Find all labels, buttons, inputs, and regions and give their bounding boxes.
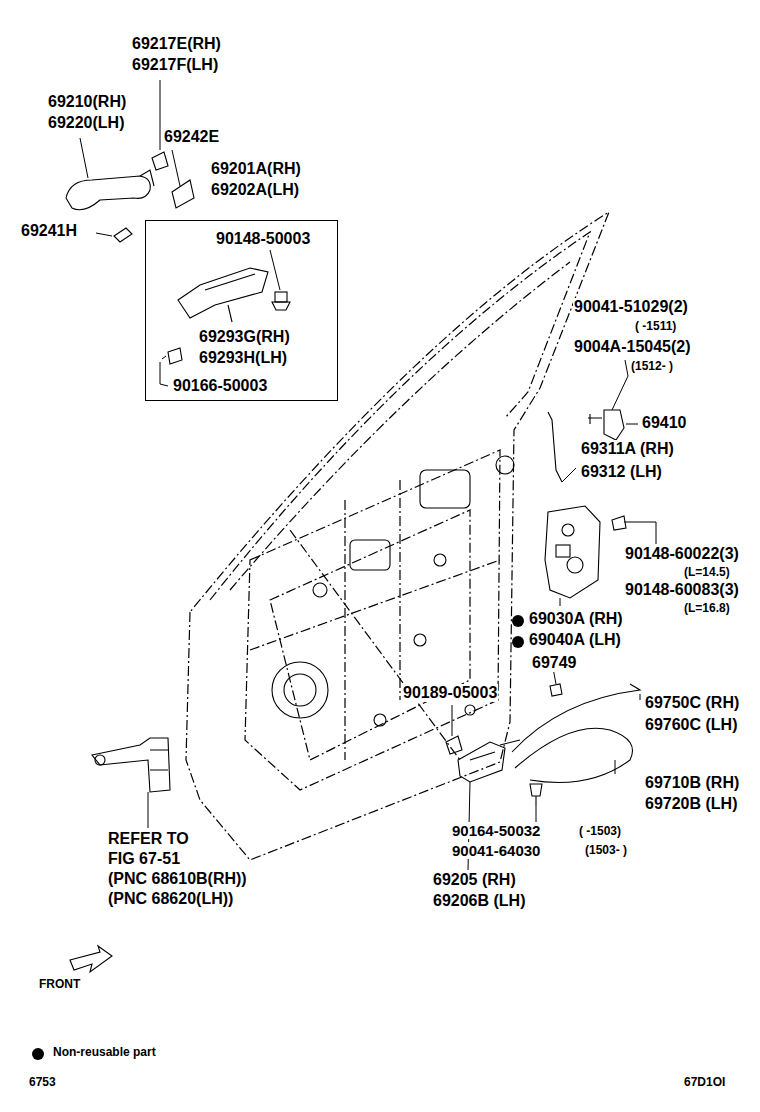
note-text: FIG 67-51 [107, 850, 181, 868]
callout-number: 69760C (LH) [644, 716, 738, 734]
callout-number: 90166-50003 [172, 377, 268, 395]
note-text: (1512- ) [630, 360, 674, 374]
non-reusable-mark [512, 636, 524, 648]
note-text: (PNC 68610B(RH)) [107, 870, 248, 888]
note-text: REFER TO [107, 830, 190, 848]
note-text: ( -1503) [578, 825, 622, 839]
callout-number: 90041-64030 [451, 842, 541, 859]
callout-number: 6753 [28, 1076, 57, 1090]
note-text: (L=16.8) [683, 602, 731, 616]
callout-number: 69241H [20, 222, 78, 240]
callout-number: 69217E(RH) [131, 35, 222, 53]
callout-number: 69030A (RH) [528, 610, 624, 628]
note-text: (1503- ) [584, 844, 628, 858]
group-box: 69201A(RH) 69202A(LH) 90148-50003 69293G(RH… [145, 160, 338, 401]
callout-number: 90164-50032 [451, 822, 541, 839]
callout-number: 90148-50003 [215, 230, 311, 248]
callout-number: 90148-60022(3) [624, 545, 740, 563]
callout-number: 69410 [641, 414, 688, 432]
callout-number: 69205 (RH) [432, 871, 517, 889]
callout-number: 67D1OI [683, 1076, 726, 1090]
callout-number: 69242E [163, 128, 220, 146]
callout-number: 69040A (LH) [528, 631, 622, 649]
callout-number: 69201A(RH) [210, 160, 302, 178]
callout-number: 69749 [531, 654, 578, 672]
callout-number: 69720B (LH) [644, 795, 738, 813]
note-text: (L=14.5) [683, 566, 731, 580]
callout-number: 69293H(LH) [198, 349, 288, 367]
note-text: ( -1511) [634, 320, 677, 334]
callout-number: 69710B (RH) [644, 774, 740, 792]
callout-number: 90189-05003 [402, 684, 498, 702]
note-text: FRONT [38, 978, 81, 992]
callout-number: 69311A (RH) [580, 440, 675, 458]
callout-number: 90041-51029(2) [573, 298, 689, 316]
callout-number: 69312 (LH) [580, 463, 663, 481]
non-reusable-mark [512, 615, 524, 627]
callout-number: 69220(LH) [47, 114, 125, 132]
callout-number: 69206B (LH) [432, 892, 526, 910]
legend-text: Non-reusable part [52, 1046, 157, 1060]
callout-number: 69217F(LH) [131, 56, 219, 74]
callout-number: 69210(RH) [47, 93, 127, 111]
callout-number: 69750C (RH) [644, 694, 740, 712]
legend-symbol [32, 1048, 44, 1060]
callout-number: 69293G(RH) [198, 328, 291, 346]
note-text: (PNC 68620(LH)) [107, 890, 234, 908]
callout-number: 90148-60083(3) [624, 581, 740, 599]
callout-number: 69202A(LH) [210, 181, 300, 199]
callout-number: 9004A-15045(2) [573, 338, 692, 356]
